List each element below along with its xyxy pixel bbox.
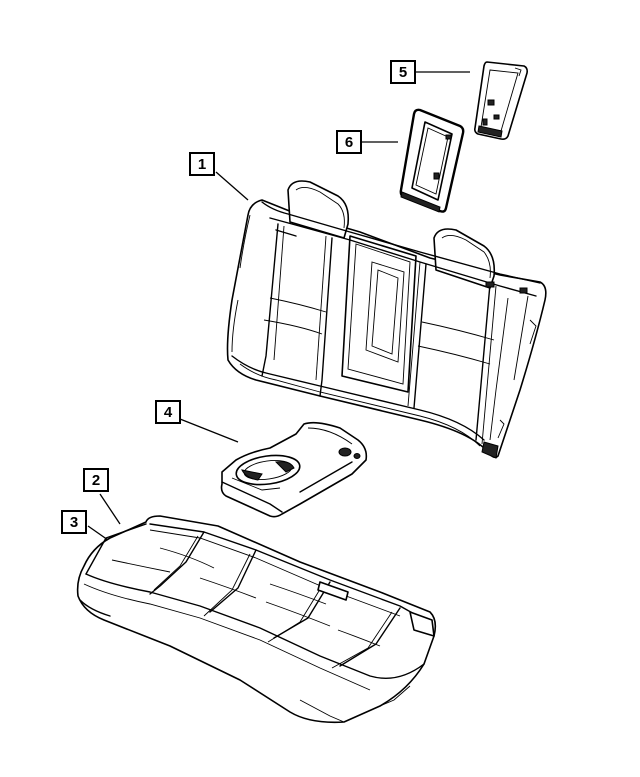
leader-line-2 bbox=[99, 493, 121, 525]
callout-1[interactable]: 1 bbox=[189, 152, 215, 176]
leader-line-4 bbox=[179, 418, 239, 443]
part-4-center-armrest[interactable] bbox=[220, 421, 368, 518]
callout-6[interactable]: 6 bbox=[336, 130, 362, 154]
callout-5[interactable]: 5 bbox=[390, 60, 416, 84]
callout-3[interactable]: 3 bbox=[61, 510, 87, 534]
leader-line-1 bbox=[215, 171, 249, 201]
part-1-seat-back[interactable] bbox=[226, 180, 547, 459]
part-6-bezel-frame[interactable] bbox=[399, 108, 465, 213]
part-5-door-panel[interactable] bbox=[474, 61, 528, 140]
leader-line-3 bbox=[87, 525, 109, 541]
part-2-3-seat-cushion[interactable] bbox=[76, 515, 437, 724]
callout-4[interactable]: 4 bbox=[155, 400, 181, 424]
callout-2[interactable]: 2 bbox=[83, 468, 109, 492]
